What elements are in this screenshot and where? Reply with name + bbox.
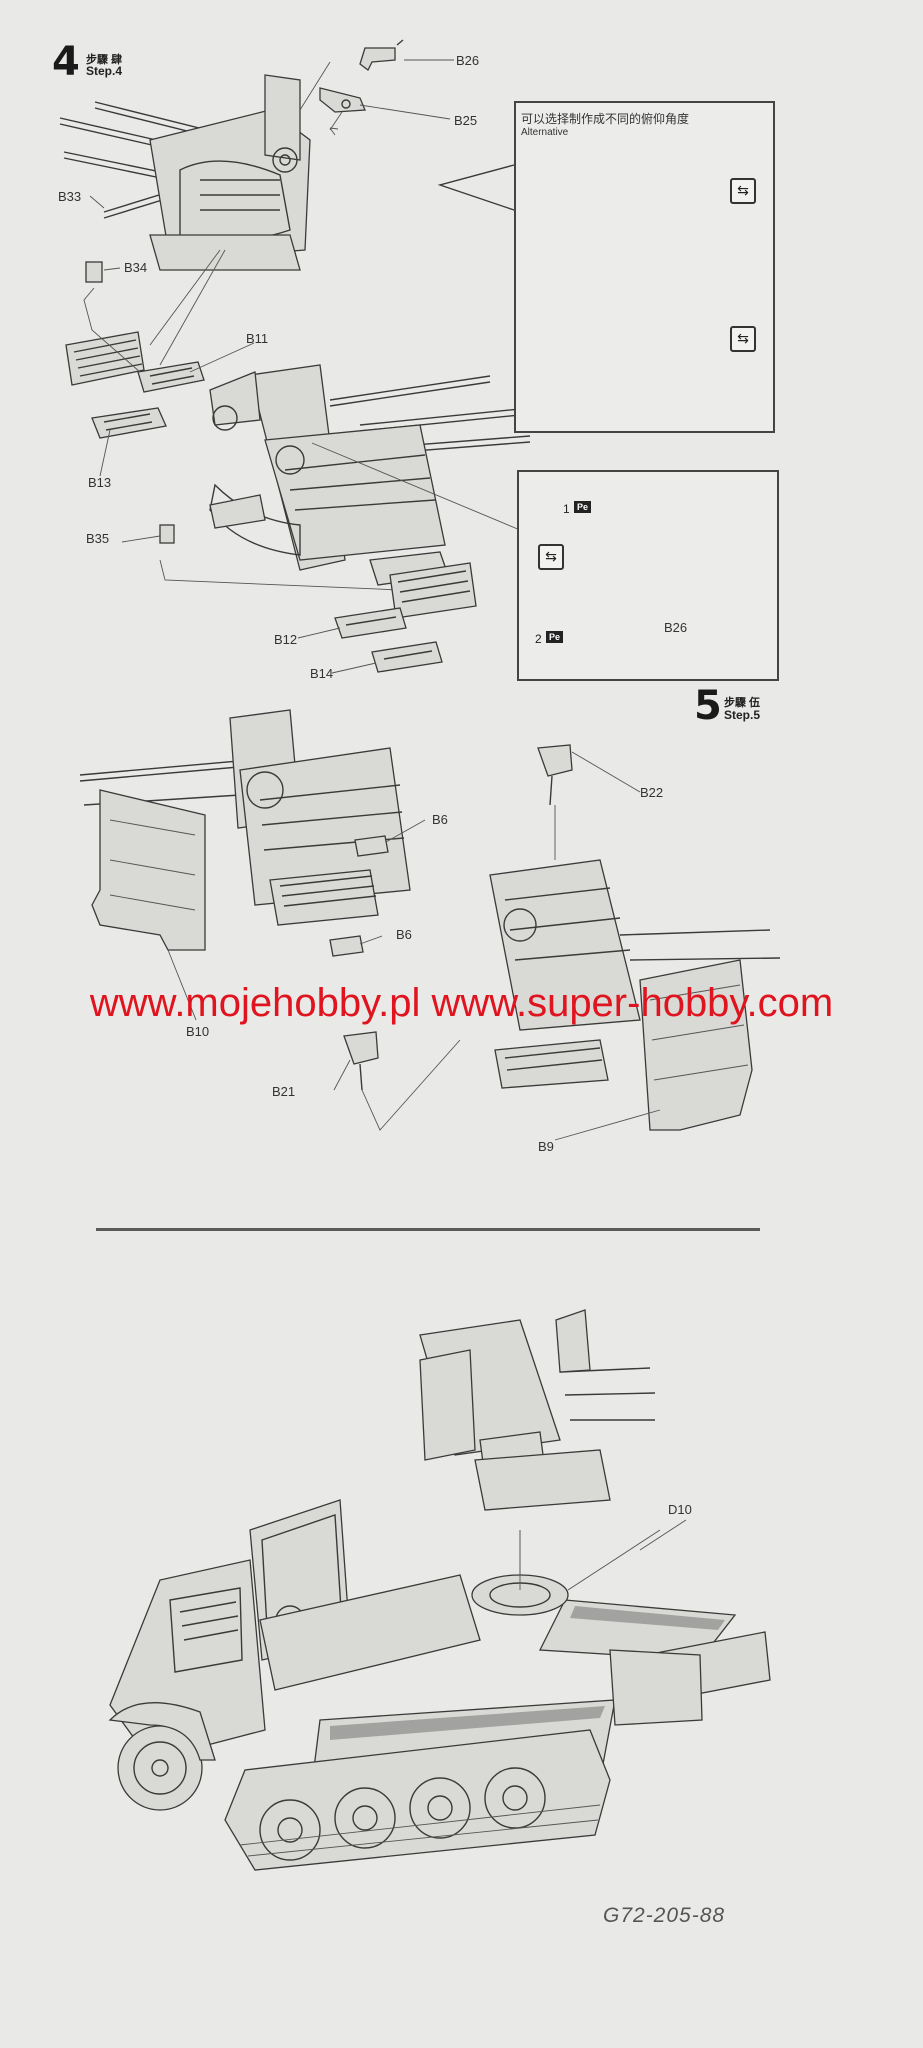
part-label-b6-lower: B6 bbox=[396, 927, 412, 942]
flak-gun-assembly-step5 bbox=[79, 709, 781, 1131]
part-label-b25: B25 bbox=[454, 113, 478, 128]
step5-cn-label: 步驟 伍 bbox=[724, 697, 761, 709]
pe-option-2-badge: Pe bbox=[546, 631, 564, 643]
swap-arrows-icon: ⇆ bbox=[538, 544, 564, 570]
part-label-d10: D10 bbox=[668, 1502, 692, 1517]
part-label-b34: B34 bbox=[124, 260, 148, 275]
part-label-b9: B9 bbox=[538, 1139, 554, 1154]
pe-detail-box bbox=[517, 470, 779, 681]
part-label-b6-upper: B6 bbox=[432, 812, 448, 827]
pe-option-1-number: 1 bbox=[563, 502, 570, 516]
step5-number: 5 bbox=[694, 683, 722, 729]
part-label-b33: B33 bbox=[58, 189, 82, 204]
document-code: G72-205-88 bbox=[603, 1904, 726, 1927]
part-label-b26-detail: B26 bbox=[664, 620, 688, 635]
alternative-cn-text: 可以选择制作成不同的俯仰角度 bbox=[521, 112, 690, 126]
pe-option-2-number: 2 bbox=[535, 632, 542, 646]
part-label-b22: B22 bbox=[640, 785, 664, 800]
step4-number: 4 bbox=[52, 39, 80, 85]
part-label-b12: B12 bbox=[274, 632, 298, 647]
step5-en-label: Step.5 bbox=[724, 708, 761, 722]
part-label-b14: B14 bbox=[310, 666, 334, 681]
leader-lines bbox=[89, 59, 687, 1551]
swap-arrows-icon: ⇆ bbox=[730, 178, 756, 204]
section-divider bbox=[96, 1228, 760, 1231]
part-label-b13: B13 bbox=[88, 475, 112, 490]
alternative-box bbox=[514, 101, 775, 433]
part-label-b35: B35 bbox=[86, 531, 110, 546]
alternative-en-text: Alternative bbox=[521, 127, 569, 138]
flak-gun-assembly-step4 bbox=[59, 39, 404, 439]
part-label-b21: B21 bbox=[272, 1084, 296, 1099]
part-label-b10: B10 bbox=[186, 1024, 210, 1039]
flak-gun-assembly-mid bbox=[159, 364, 531, 673]
watermark-text: www.mojehobby.pl www.super-hobby.com bbox=[89, 981, 834, 1025]
swap-arrows-icon: ⇆ bbox=[730, 326, 756, 352]
pe-option-1-badge: Pe bbox=[574, 501, 592, 513]
step4-cn-label: 步驟 肆 bbox=[86, 54, 123, 66]
halftrack-vehicle bbox=[108, 1309, 771, 1871]
part-label-b11: B11 bbox=[246, 331, 269, 346]
part-label-b26: B26 bbox=[456, 53, 480, 68]
step4-en-label: Step.4 bbox=[86, 64, 123, 78]
